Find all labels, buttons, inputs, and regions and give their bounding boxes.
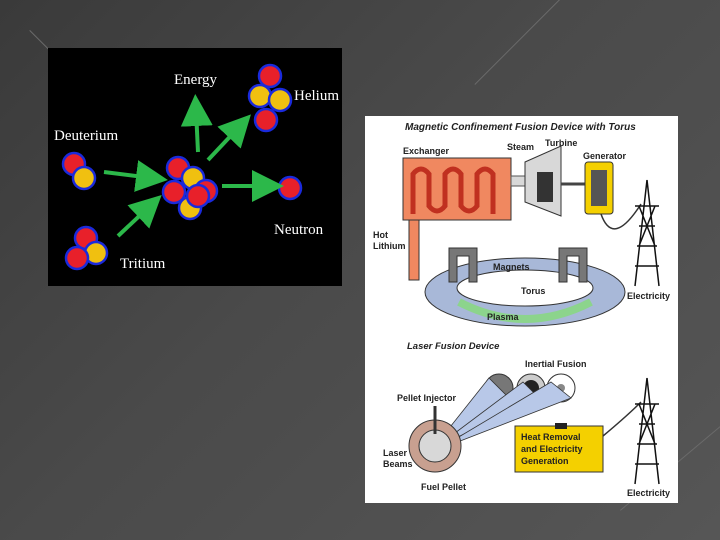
- merged-nucleus: [161, 155, 219, 221]
- magnets-label: Magnets: [493, 262, 530, 272]
- tritium-nucleus: [64, 225, 109, 271]
- fusion-reaction-svg: Energy Helium Deuterium Neutron Tritium: [54, 63, 339, 272]
- fusion-devices-svg: Magnetic Confinement Fusion Device with …: [373, 122, 670, 498]
- helium-label: Helium: [294, 88, 339, 104]
- heat-removal-label-line1: Heat Removal: [521, 432, 581, 442]
- heat-removal-box: [514, 425, 604, 473]
- generator-label: Generator: [583, 151, 627, 161]
- decorative-line: [474, 0, 560, 85]
- hot-lithium-label-line1: Hot: [373, 230, 388, 240]
- arrow-tritium: [116, 195, 162, 238]
- power-cable-lower: [602, 401, 642, 437]
- laser-device-title: Laser Fusion Device: [407, 341, 500, 352]
- tritium-label: Tritium: [120, 256, 166, 272]
- heat-removal-label-line3: Generation: [521, 456, 569, 466]
- steam-label: Steam: [507, 142, 534, 152]
- inertial-fusion-label: Inertial Fusion: [525, 359, 587, 369]
- fusion-reaction-diagram: Energy Helium Deuterium Neutron Tritium: [48, 48, 342, 286]
- arrow-deuterium: [103, 160, 168, 192]
- torus-label: Torus: [521, 286, 545, 296]
- magnets: [448, 247, 588, 283]
- electricity-label-bottom: Electricity: [627, 488, 670, 498]
- power-cable: [600, 203, 642, 230]
- deuterium-label: Deuterium: [54, 128, 118, 144]
- reaction-arrows: [103, 94, 284, 238]
- pellet-injector-label: Pellet Injector: [397, 393, 457, 403]
- arrow-helium: [206, 114, 251, 162]
- fusion-devices-diagram: Magnetic Confinement Fusion Device with …: [365, 116, 678, 503]
- magnetic-device-title: Magnetic Confinement Fusion Device with …: [405, 122, 636, 133]
- connector: [555, 423, 567, 429]
- energy-label: Energy: [174, 72, 218, 88]
- hot-lithium-label-line2: Lithium: [373, 241, 406, 251]
- helium-nucleus: [247, 63, 293, 133]
- heat-exchanger: [402, 157, 512, 221]
- deuterium-nucleus: [61, 151, 97, 191]
- turbine: [524, 145, 591, 217]
- neutron-label: Neutron: [274, 222, 324, 238]
- arrow-energy: [180, 94, 213, 153]
- plasma-label: Plasma: [487, 312, 520, 322]
- turbine-label: Turbine: [545, 138, 577, 148]
- lithium-pipe: [408, 219, 420, 281]
- laser-beams: [434, 377, 572, 451]
- laser-beams-label-line2: Beams: [383, 459, 413, 469]
- power-tower-top: [634, 179, 660, 287]
- power-tower-bottom: [634, 377, 660, 485]
- exchanger-label: Exchanger: [403, 146, 450, 156]
- electricity-label-top: Electricity: [627, 291, 670, 301]
- neutron-particle: [277, 175, 303, 201]
- fuel-pellet-label: Fuel Pellet: [421, 482, 466, 492]
- generator: [584, 161, 614, 215]
- reaction-chamber: [408, 406, 462, 473]
- laser-beams-label-line1: Laser: [383, 448, 408, 458]
- heat-removal-label-line2: and Electricity: [521, 444, 583, 454]
